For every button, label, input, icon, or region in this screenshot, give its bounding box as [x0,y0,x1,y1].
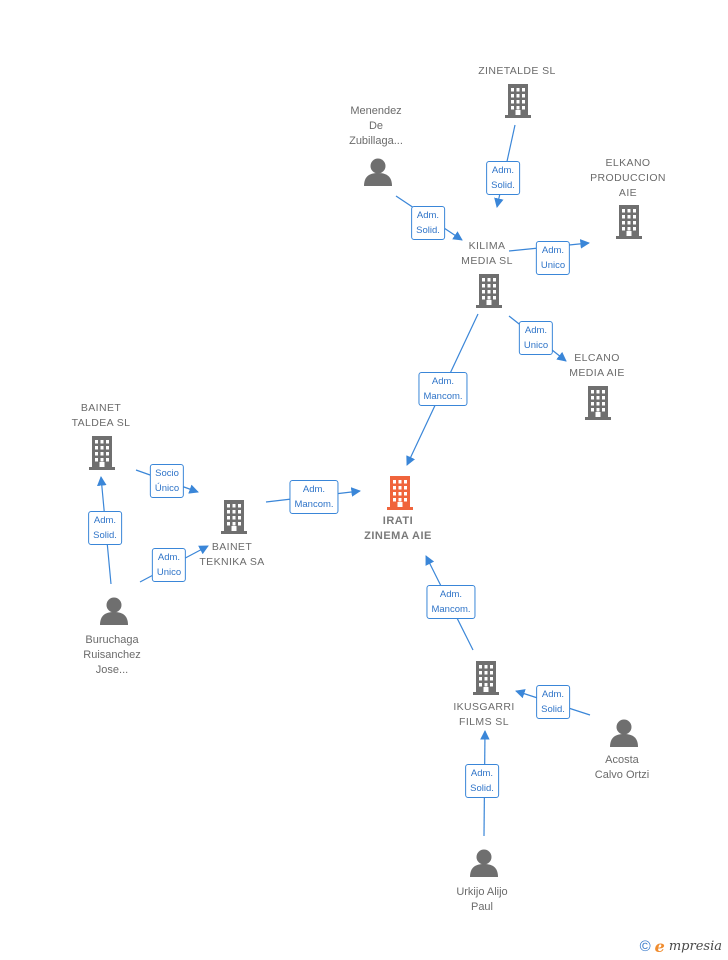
node-label-urkijo[interactable]: Urkijo Alijo Paul [456,886,508,913]
building-icon[interactable] [89,436,115,475]
copyright-icon: © [639,938,651,955]
building-icon[interactable] [476,274,502,313]
person-icon[interactable] [609,719,639,752]
node-label-elcano[interactable]: ELCANO MEDIA AIE [569,352,625,379]
edge-label-ikusgarri-to-irati[interactable]: Adm. Mancom. [426,585,476,619]
edge-label-menendez-to-kilima[interactable]: Adm. Solid. [411,206,445,240]
node-label-ikusgarri[interactable]: IKUSGARRI FILMS SL [453,701,515,728]
node-label-menendez[interactable]: Menendez De Zubillaga... [349,105,403,147]
edge-label-urkijo-to-ikusgarri[interactable]: Adm. Solid. [465,764,499,798]
edge-label-kilima-to-elkano[interactable]: Adm. Unico [535,241,571,275]
edge-label-acosta-to-ikusgarri[interactable]: Adm. Solid. [536,685,570,719]
person-icon[interactable] [469,849,499,882]
node-label-bainet-teknika[interactable]: BAINET TEKNIKA SA [199,541,265,568]
building-icon[interactable] [505,84,531,123]
building-icon[interactable] [473,661,499,700]
edge-label-bainet_teknika-to-bainet_taldea[interactable]: Socio Único [149,464,185,498]
edge-label-buruchaga-to-bainet_teknika[interactable]: Adm. Unico [151,548,187,582]
person-icon[interactable] [363,158,393,191]
brand-logo-initial: e [654,937,665,956]
building-icon[interactable] [616,205,642,244]
building-icon[interactable] [387,476,413,515]
node-label-acosta[interactable]: Acosta Calvo Ortzi [594,754,650,781]
node-label-zinetalde[interactable]: ZINETALDE SL [478,65,556,77]
brand-logo-text: mpresia [668,939,722,954]
person-icon[interactable] [99,597,129,630]
edge-label-buruchaga-to-bainet_taldea[interactable]: Adm. Solid. [88,511,122,545]
building-icon[interactable] [585,386,611,425]
node-label-elkano[interactable]: ELKANO PRODUCCION AIE [590,157,666,199]
edge-label-bainet_teknika-to-irati[interactable]: Adm. Mancom. [289,480,339,514]
node-label-irati[interactable]: IRATI ZINEMA AIE [364,515,432,542]
building-icon[interactable] [221,500,247,539]
node-label-buruchaga[interactable]: Buruchaga Ruisanchez Jose... [83,634,141,676]
edge-label-kilima-to-irati[interactable]: Adm. Mancom. [418,372,468,406]
node-label-bainet-taldea[interactable]: BAINET TALDEA SL [71,402,131,429]
edge-label-kilima-to-elcano[interactable]: Adm. Unico [518,321,554,355]
node-label-kilima[interactable]: KILIMA MEDIA SL [461,240,513,267]
edge-label-zinetalde-to-kilima[interactable]: Adm. Solid. [486,161,520,195]
